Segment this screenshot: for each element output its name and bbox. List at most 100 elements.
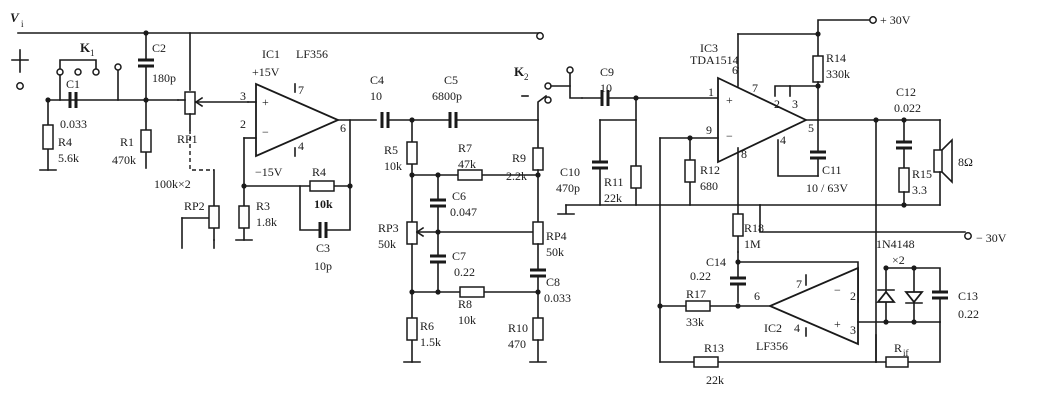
ic2-pin7: 7 [796, 277, 802, 291]
ic3-minus-sign: − [726, 129, 733, 143]
ic1-pin3: 3 [240, 89, 246, 103]
c2-value: 180p [152, 71, 176, 85]
rp4-value: 50k [546, 245, 564, 259]
r8-label: R8 [458, 297, 472, 311]
c4-value: 10 [370, 89, 382, 103]
r1-value: 470k [112, 153, 136, 167]
c2-label: C2 [152, 41, 166, 55]
rp3-value: 50k [378, 237, 396, 251]
plus30-label: + 30V [880, 13, 911, 27]
component-labels: V i K 1 C1 0.033 C2 180p R4 5.6k R1 470k… [10, 10, 1007, 387]
ic1-minus-sign: − [262, 125, 269, 139]
ic1-pin7: 7 [298, 83, 304, 97]
r9-value: 2.2k [506, 169, 527, 183]
c11-value: 10 / 63V [806, 181, 848, 195]
k1-sub: 1 [90, 48, 95, 58]
c12-value: 0.022 [894, 101, 921, 115]
r4b-label: R4 [312, 165, 326, 179]
ic3-pin9: 9 [706, 123, 712, 137]
c3-label: C3 [316, 241, 330, 255]
c14-label: C14 [706, 255, 726, 269]
r9-label: R9 [512, 151, 526, 165]
ic3-pin5: 5 [808, 121, 814, 135]
c13-label: C13 [958, 289, 978, 303]
vi-label: V [10, 10, 20, 25]
c7-value: 0.22 [454, 265, 475, 279]
ic3-power-amp [659, 16, 972, 240]
c8-label: C8 [546, 275, 560, 289]
c13-value: 0.22 [958, 307, 979, 321]
ic1-type: LF356 [296, 47, 328, 61]
ic1-plus15: +15V [252, 65, 280, 79]
c3-value: 10p [314, 259, 332, 273]
r15-label: R15 [912, 167, 932, 181]
c7-label: C7 [452, 249, 466, 263]
ic1-label: IC1 [262, 47, 280, 61]
diode-label: 1N4148 [876, 237, 915, 251]
c10-label: C10 [560, 165, 580, 179]
rp-dual-value: 100k×2 [154, 177, 191, 191]
rp2-label: RP2 [184, 199, 205, 213]
ic3-pin3: 3 [792, 97, 798, 111]
rp1-label: RP1 [177, 132, 198, 146]
r8-value: 10k [458, 313, 476, 327]
r5-value: 10k [384, 159, 402, 173]
diode-count: ×2 [892, 253, 905, 267]
rif-sub: if [903, 348, 909, 358]
c11-label: C11 [822, 163, 842, 177]
c6-label: C6 [452, 189, 466, 203]
ic2-type: LF356 [756, 339, 788, 353]
ic1-opamp [235, 82, 377, 241]
c9-label: C9 [600, 65, 614, 79]
r6-label: R6 [420, 319, 434, 333]
c6-value: 0.047 [450, 205, 477, 219]
c10-value: 470p [556, 181, 580, 195]
c1-value: 0.033 [60, 117, 87, 131]
ic3-pin7: 7 [752, 81, 758, 95]
c4-label: C4 [370, 73, 384, 87]
r14-value: 330k [826, 67, 850, 81]
k2-contact-top [536, 32, 544, 40]
ic3-label: IC3 [700, 41, 718, 55]
ic3-pin6: 6 [732, 63, 738, 77]
ic2-pin3: 3 [850, 323, 856, 337]
ic3-type: TDA1514 [690, 53, 739, 67]
k2-label: K [514, 64, 525, 79]
power-amp-input [557, 90, 761, 215]
r5-label: R5 [384, 143, 398, 157]
r4-label: R4 [58, 135, 72, 149]
vi-sub: i [21, 19, 24, 29]
ic3-pin8: 8 [741, 147, 747, 161]
r14-label: R14 [826, 51, 846, 65]
c14-value: 0.22 [690, 269, 711, 283]
r4b-value: 10k [314, 197, 333, 211]
r7-label: R7 [458, 141, 472, 155]
r10-label: R10 [508, 321, 528, 335]
rp4-label: RP4 [546, 229, 567, 243]
r15-value: 3.3 [912, 183, 927, 197]
r13-label: R13 [704, 341, 724, 355]
ic2-pin4: 4 [794, 321, 800, 335]
ic2-servo [657, 137, 948, 368]
r1-label: R1 [120, 135, 134, 149]
k1-left-terminal [16, 82, 24, 90]
c8-value: 0.033 [544, 291, 571, 305]
k1-label: K [80, 40, 91, 55]
r17-label: R17 [686, 287, 706, 301]
r3-label: R3 [256, 199, 270, 213]
input-section [11, 30, 544, 249]
r13-value: 22k [706, 373, 724, 387]
c1-label: C1 [66, 77, 80, 91]
speaker-value: 8Ω [958, 155, 973, 169]
ic2-pin2: 2 [850, 289, 856, 303]
c5-label: C5 [444, 73, 458, 87]
r18-label: R18 [744, 221, 764, 235]
r18-value: 1M [744, 237, 761, 251]
c12-label: C12 [896, 85, 916, 99]
c5-value: 6800p [432, 89, 462, 103]
r11-value: 22k [604, 191, 622, 205]
ic1-pin4: 4 [298, 139, 304, 153]
r12-label: R12 [700, 163, 720, 177]
